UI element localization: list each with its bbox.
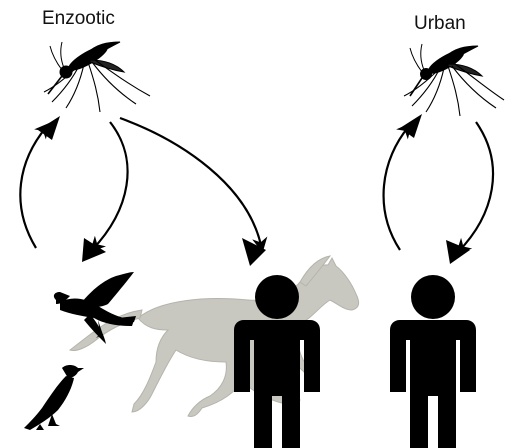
arrow-bird-to-mosquito (20, 125, 48, 248)
arrow-mosquito-to-bird (92, 122, 128, 250)
urban-label: Urban (414, 13, 466, 35)
bird-icon (24, 365, 84, 430)
arrows (20, 118, 493, 252)
arrow-human-to-mosquito-urban (384, 125, 410, 250)
enzootic-label: Enzootic (42, 8, 115, 30)
mosquito-icon (44, 42, 150, 112)
mosquito-icon (404, 44, 504, 116)
arrow-mosquito-to-human (120, 118, 262, 250)
arrowheads (38, 114, 470, 266)
arrow-mosquito-to-human-urban (458, 122, 493, 252)
human-icon (390, 275, 476, 448)
